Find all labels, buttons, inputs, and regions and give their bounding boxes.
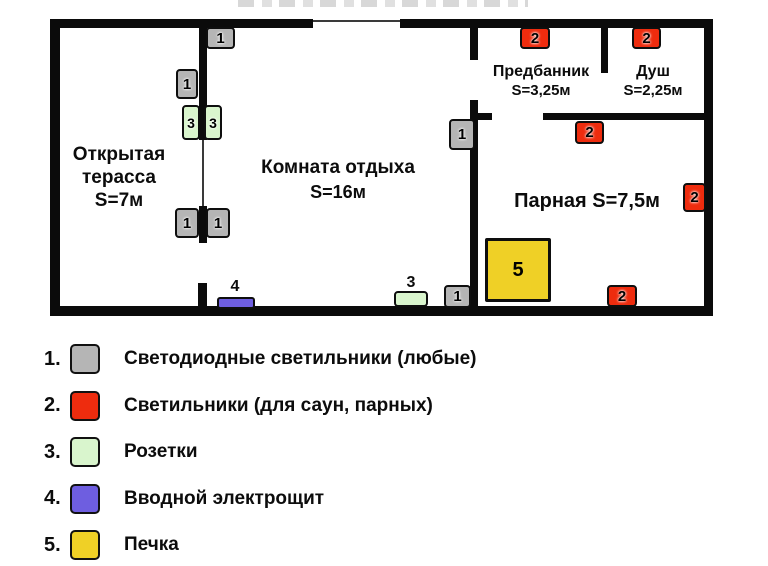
window-top — [313, 20, 400, 22]
socket-marker: 3 — [204, 105, 222, 140]
legend-number: 2. — [44, 394, 61, 416]
room-label-predbannik: Предбанник S=3,25м — [478, 62, 604, 100]
marker-number-label: 3 — [406, 274, 416, 291]
led-light-marker: 1 — [175, 208, 199, 238]
wall-terrace-stub — [198, 283, 207, 306]
led-light-marker: 1 — [449, 119, 475, 150]
legend-number: 1. — [44, 347, 61, 370]
sauna-light-marker: 2 — [632, 27, 661, 49]
predbannik-area: S=3,25м — [511, 82, 571, 99]
terrace-area: S=7м — [94, 190, 144, 211]
marker-number-label: 4 — [230, 278, 240, 295]
room-label-terrace: Открытая терасса S=7м — [52, 143, 186, 212]
led-light-marker: 1 — [444, 285, 471, 308]
sauna-light-marker: 2 — [575, 121, 604, 144]
legend-row: 4. Вводной электрощит — [44, 483, 325, 514]
led-light-marker: 1 — [176, 69, 198, 99]
room-label-shower: Душ S=2,25м — [608, 62, 698, 100]
wall-predbannik-shower — [601, 19, 608, 73]
wall-right — [704, 19, 713, 316]
legend-label: Вводной электрощит — [124, 487, 325, 509]
sauna-light-marker: 2 — [607, 285, 637, 307]
wall-terrace-thin — [202, 140, 204, 208]
terrace-name-line2: терасса — [82, 167, 156, 188]
socket-marker: 3 — [182, 105, 200, 140]
wall-lounge-right-top — [470, 19, 478, 60]
legend-number: 4. — [44, 487, 61, 509]
legend-label: Светодиодные светильники (любые) — [124, 348, 477, 369]
steam-name: Парная S=7,5м — [514, 190, 660, 212]
lounge-area: S=16м — [310, 182, 366, 202]
room-label-steam: Парная S=7,5м — [497, 190, 677, 213]
led-light-marker: 1 — [206, 208, 230, 238]
sauna-light-marker: 2 — [520, 27, 550, 49]
led-light-marker: 1 — [206, 27, 235, 49]
legend-color-swatch — [70, 344, 100, 374]
wall-lounge-right-main — [470, 100, 478, 306]
predbannik-name: Предбанник — [492, 63, 590, 80]
legend-row: 2. Светильники (для саун, парных) — [44, 390, 433, 421]
lounge-name: Комната отдыха — [261, 157, 415, 178]
legend-color-swatch — [70, 390, 100, 421]
sauna-light-marker: 2 — [683, 183, 706, 212]
electrical-panel-marker — [217, 297, 255, 309]
terrace-name-line1: Открытая — [72, 144, 166, 165]
legend-number: 3. — [44, 440, 61, 463]
shower-area: S=2,25м — [623, 82, 683, 99]
wall-terrace-top — [199, 19, 207, 140]
stove-marker: 5 — [485, 238, 551, 302]
legend-color-swatch — [70, 437, 100, 467]
socket-marker — [394, 291, 428, 307]
wall-terrace-mid — [199, 206, 207, 243]
shower-name: Душ — [636, 63, 670, 80]
legend-row: 3. Розетки — [44, 437, 198, 467]
wall-top-right — [400, 19, 713, 28]
wall-top-left — [50, 19, 313, 28]
legend-number: 5. — [44, 533, 61, 556]
wall-steam-top — [543, 113, 704, 120]
legend-label: Печка — [124, 534, 179, 555]
cropped-title-fragments — [238, 0, 528, 7]
wall-left — [50, 19, 60, 316]
wall-bottom — [50, 306, 713, 316]
legend-row: 1. Светодиодные светильники (любые) — [44, 344, 476, 374]
legend-color-swatch — [70, 530, 100, 560]
legend-label: Светильники (для саун, парных) — [124, 394, 433, 416]
legend-color-swatch — [70, 483, 100, 514]
legend-row: 5. Печка — [44, 530, 179, 560]
legend-label: Розетки — [124, 441, 198, 462]
wall-steam-stub — [478, 113, 492, 120]
room-label-lounge: Комната отдыха S=16м — [238, 155, 438, 205]
